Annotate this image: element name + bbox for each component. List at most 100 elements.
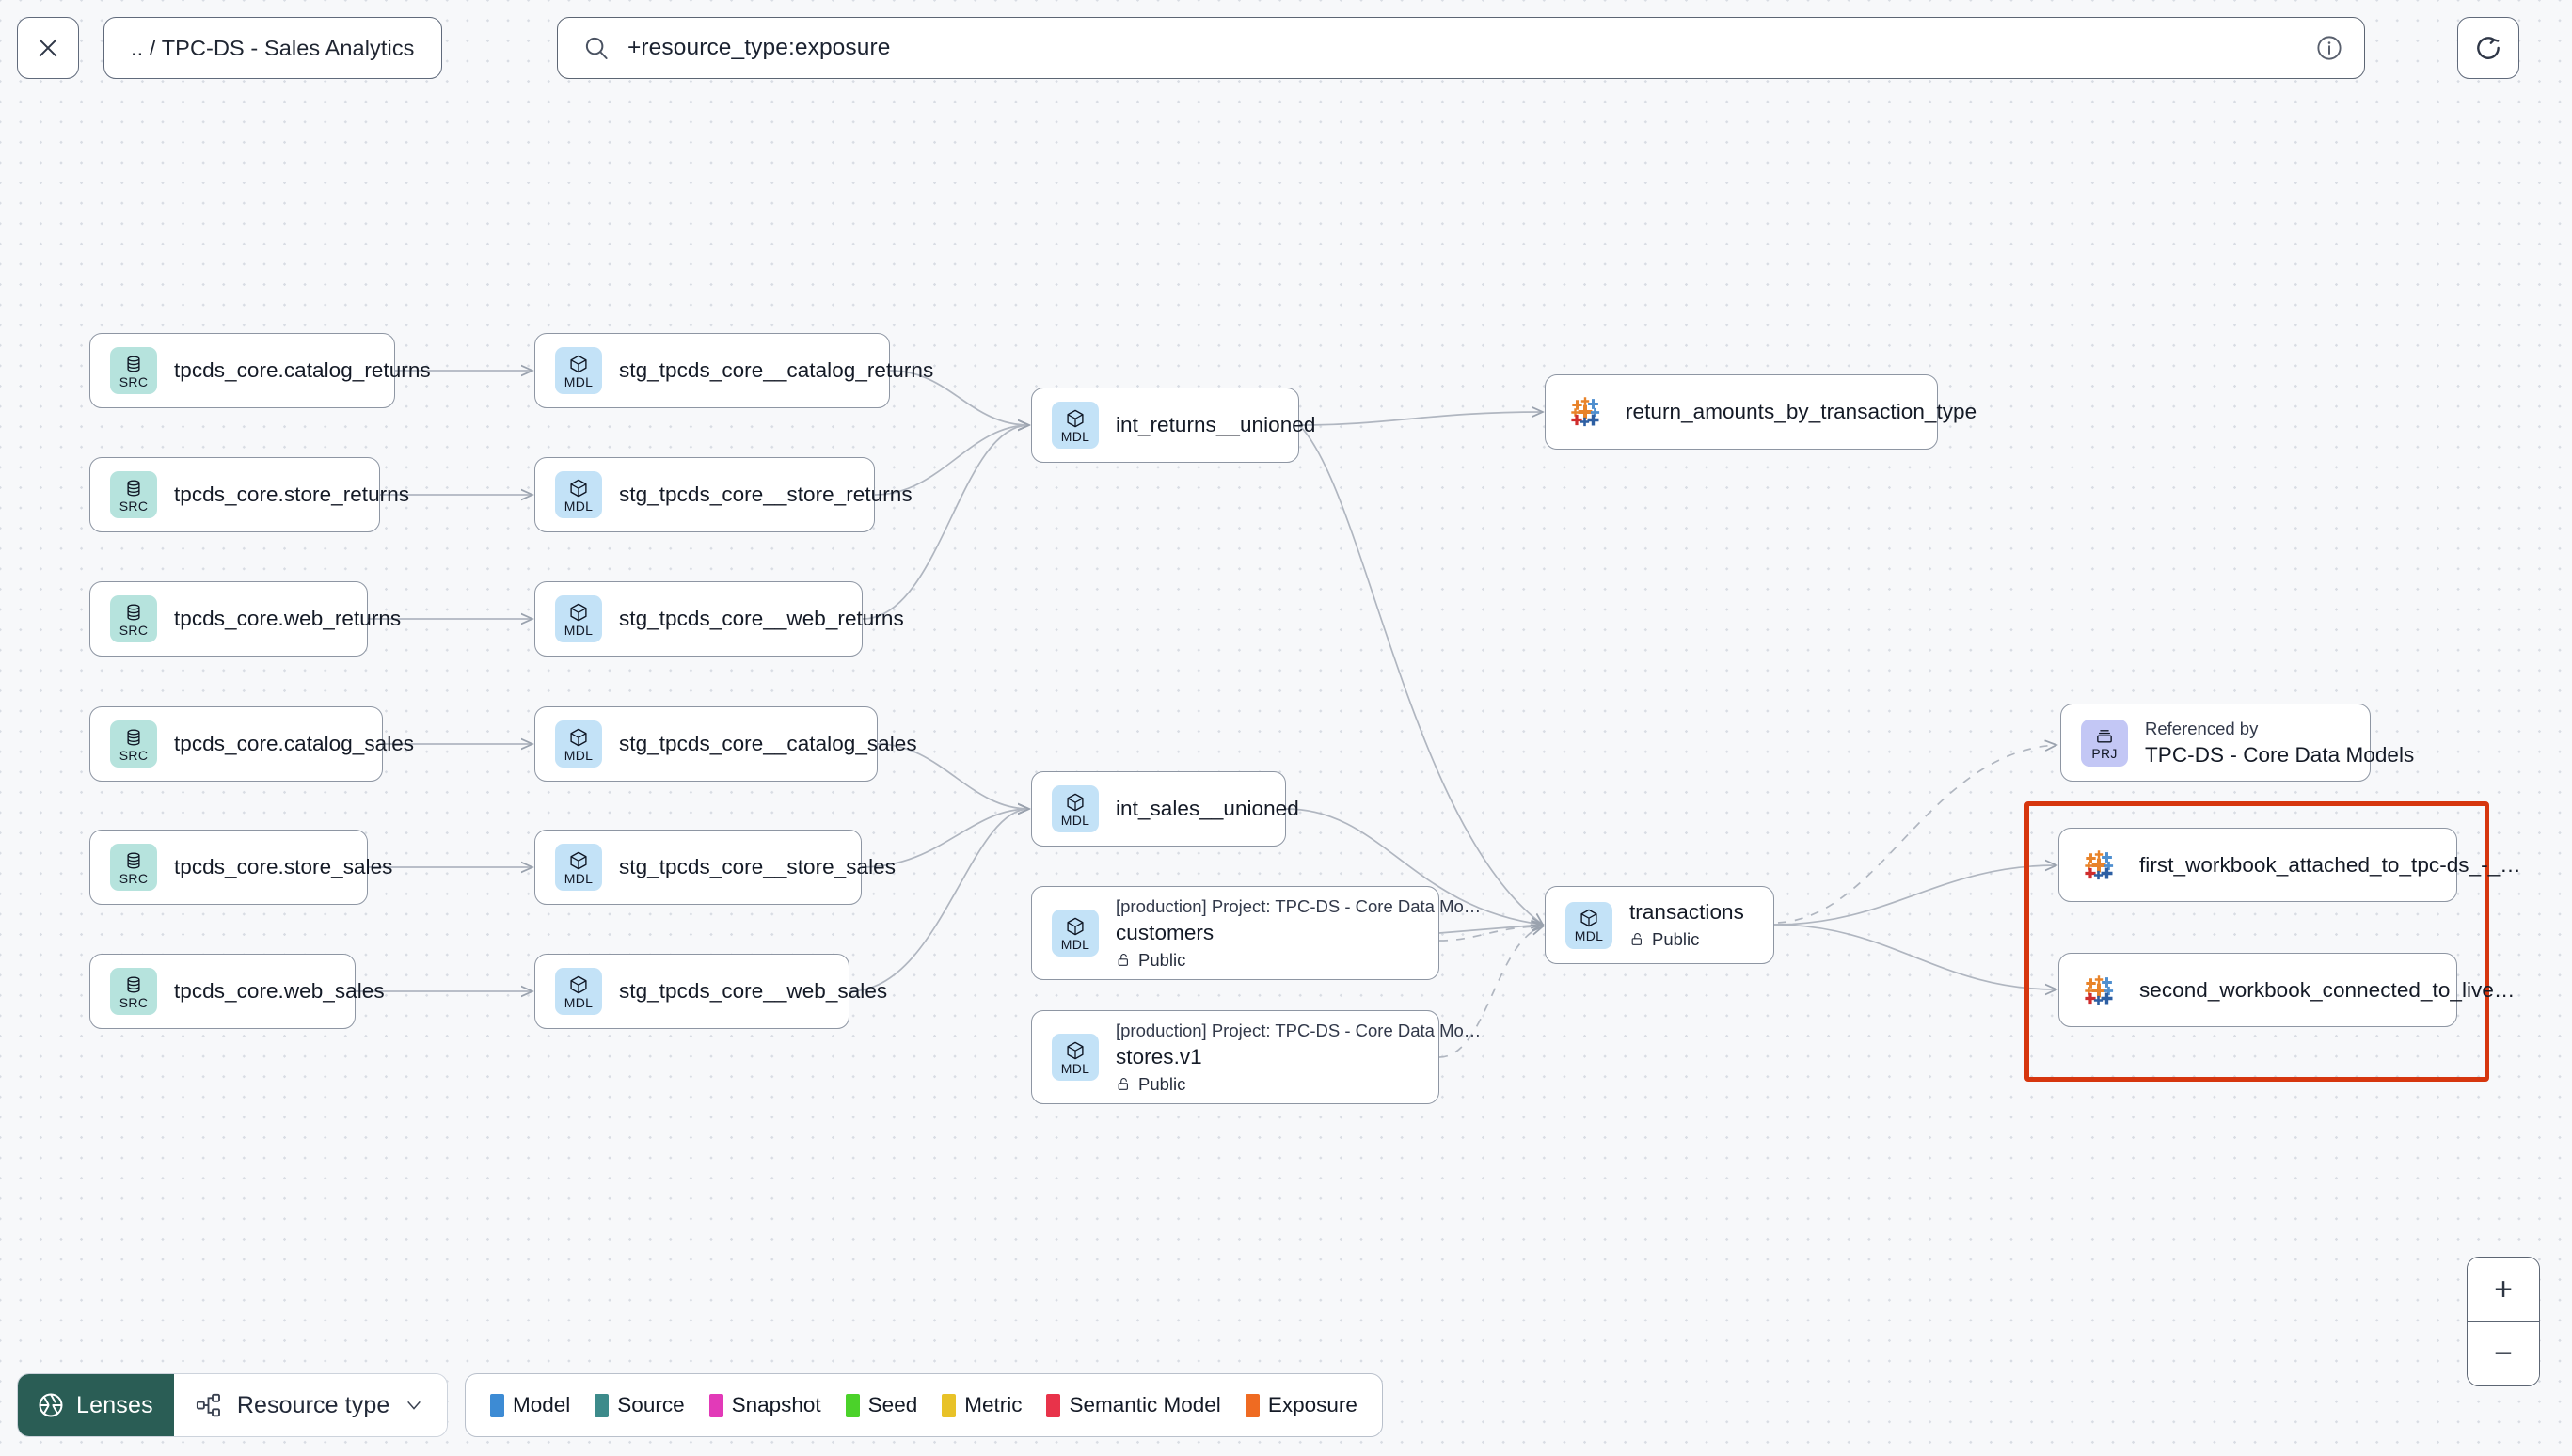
node-label: stg_tpcds_core__catalog_returns [619, 358, 934, 382]
cube-icon [1067, 409, 1084, 427]
legend-label: Model [513, 1393, 571, 1416]
legend-swatch [708, 1393, 723, 1417]
graph-node-int_returns_unioned[interactable]: MDL int_returns__unioned [1031, 388, 1316, 463]
graph-node-prj_core_data_models[interactable]: PRJ Referenced by TPC-DS - Core Data Model… [2060, 704, 2415, 782]
refresh-button[interactable] [2457, 17, 2519, 79]
resource-type-dropdown[interactable]: Resource type [173, 1374, 448, 1436]
exposure-selection-highlight [2024, 801, 2489, 1082]
node-type-badge-mdl: MDL [1052, 402, 1099, 449]
node-subtitle: [production] Project: TPC-DS - Core Data… [1116, 1021, 1482, 1040]
node-body: int_sales__unioned [1116, 795, 1299, 823]
legend-swatch [942, 1393, 957, 1417]
node-body: tpcds_core.web_sales [174, 977, 385, 1005]
chevron-down-icon [407, 1401, 421, 1410]
node-label: TPC-DS - Core Data Models [2145, 743, 2415, 767]
legend-item-metric[interactable]: Metric [942, 1393, 1022, 1417]
search-input[interactable] [627, 35, 2315, 61]
legend-item-semantic-model[interactable]: Semantic Model [1046, 1393, 1221, 1417]
legend-swatch [1046, 1393, 1061, 1417]
zoom-out-label: − [2494, 1336, 2513, 1372]
graph-node-customers[interactable]: MDL [production] Project: TPC-DS - Core D… [1031, 886, 1482, 980]
graph-node-first_workbook[interactable]: first_workbook_attached_to_tpc-ds_-_… [2058, 828, 2521, 902]
node-body: tpcds_core.store_sales [174, 853, 392, 881]
node-subtitle: Referenced by [2145, 719, 2259, 738]
node-type-badge-mdl: MDL [555, 720, 602, 768]
info-icon[interactable] [2315, 34, 2343, 62]
node-body: [production] Project: TPC-DS - Core Data… [1116, 894, 1482, 973]
node-body: [production] Project: TPC-DS - Core Data… [1116, 1018, 1482, 1097]
legend-label: Source [617, 1393, 685, 1416]
graph-node-src_store_sales[interactable]: SRC tpcds_core.store_sales [89, 830, 392, 905]
zoom-out-button[interactable]: − [2468, 1321, 2539, 1385]
aperture-icon [39, 1393, 63, 1417]
node-label: int_sales__unioned [1116, 797, 1299, 820]
node-access-level: Public [1116, 1071, 1425, 1097]
node-body: int_returns__unioned [1116, 411, 1316, 439]
legend-swatch [1245, 1393, 1260, 1417]
node-label: tpcds_core.web_returns [174, 607, 402, 630]
legend-item-exposure[interactable]: Exposure [1245, 1393, 1357, 1417]
node-label: stg_tpcds_core__store_returns [619, 483, 913, 506]
unlock-icon [1118, 1078, 1128, 1090]
graph-node-src_catalog_returns[interactable]: SRC tpcds_core.catalog_returns [89, 333, 431, 408]
node-type-badge-label: MDL [1060, 1060, 1090, 1076]
top-toolbar: .. / TPC-DS - Sales Analytics [0, 0, 2572, 111]
graph-node-return_amounts[interactable]: return_amounts_by_transaction_type [1545, 374, 1977, 450]
node-type-badge-label: SRC [119, 870, 149, 886]
node-label: stg_tpcds_core__web_sales [619, 979, 888, 1003]
graph-node-stores_v1[interactable]: MDL [production] Project: TPC-DS - Core D… [1031, 1010, 1482, 1104]
node-type-badge-label: MDL [1574, 928, 1604, 943]
search-bar[interactable] [557, 17, 2365, 79]
node-type-badge-label: MDL [564, 373, 594, 389]
node-type-badge-label: SRC [119, 373, 149, 389]
node-label: customers [1116, 921, 1215, 944]
project-icon [2097, 730, 2112, 743]
node-type-badge-label: SRC [119, 747, 149, 763]
legend-item-seed[interactable]: Seed [845, 1393, 917, 1417]
node-body: stg_tpcds_core__web_returns [619, 605, 904, 633]
node-type-badge-label: PRJ [2091, 746, 2118, 761]
breadcrumb[interactable]: .. / TPC-DS - Sales Analytics [103, 17, 442, 79]
refresh-icon [2477, 37, 2500, 59]
lenses-button[interactable]: Lenses [18, 1374, 174, 1436]
node-label: tpcds_core.catalog_returns [174, 358, 431, 382]
legend-swatch [845, 1393, 860, 1417]
graph-node-stg_catalog_returns[interactable]: MDL stg_tpcds_core__catalog_returns [534, 333, 934, 408]
node-type-badge-mdl: MDL [555, 844, 602, 891]
node-label: int_returns__unioned [1116, 413, 1316, 436]
close-button[interactable] [17, 17, 79, 79]
graph-node-second_workbook[interactable]: second_workbook_connected_to_live… [2058, 953, 2515, 1027]
database-icon [127, 480, 140, 496]
node-body: stg_tpcds_core__store_returns [619, 481, 913, 509]
node-type-badge-label: MDL [564, 747, 594, 763]
node-body: tpcds_core.web_returns [174, 605, 402, 633]
legend-item-model[interactable]: Model [490, 1393, 570, 1417]
zoom-in-button[interactable]: + [2468, 1258, 2539, 1321]
legend-item-source[interactable]: Source [595, 1393, 685, 1417]
unlock-icon [1631, 933, 1642, 945]
node-label: stg_tpcds_core__web_returns [619, 607, 904, 630]
node-subtitle: [production] Project: TPC-DS - Core Data… [1116, 896, 1482, 916]
node-type-badge-mdl: MDL [555, 347, 602, 394]
node-access-level: Public [1116, 947, 1425, 973]
legend-label: Semantic Model [1069, 1393, 1221, 1416]
node-type-badge-label: MDL [1060, 936, 1090, 952]
legend-item-snapshot[interactable]: Snapshot [708, 1393, 821, 1417]
graph-node-stg_store_sales[interactable]: MDL stg_tpcds_core__store_sales [534, 830, 897, 905]
node-type-badge-mdl: MDL [1565, 901, 1612, 949]
node-label: stg_tpcds_core__store_sales [619, 855, 897, 878]
cube-icon [570, 603, 587, 621]
